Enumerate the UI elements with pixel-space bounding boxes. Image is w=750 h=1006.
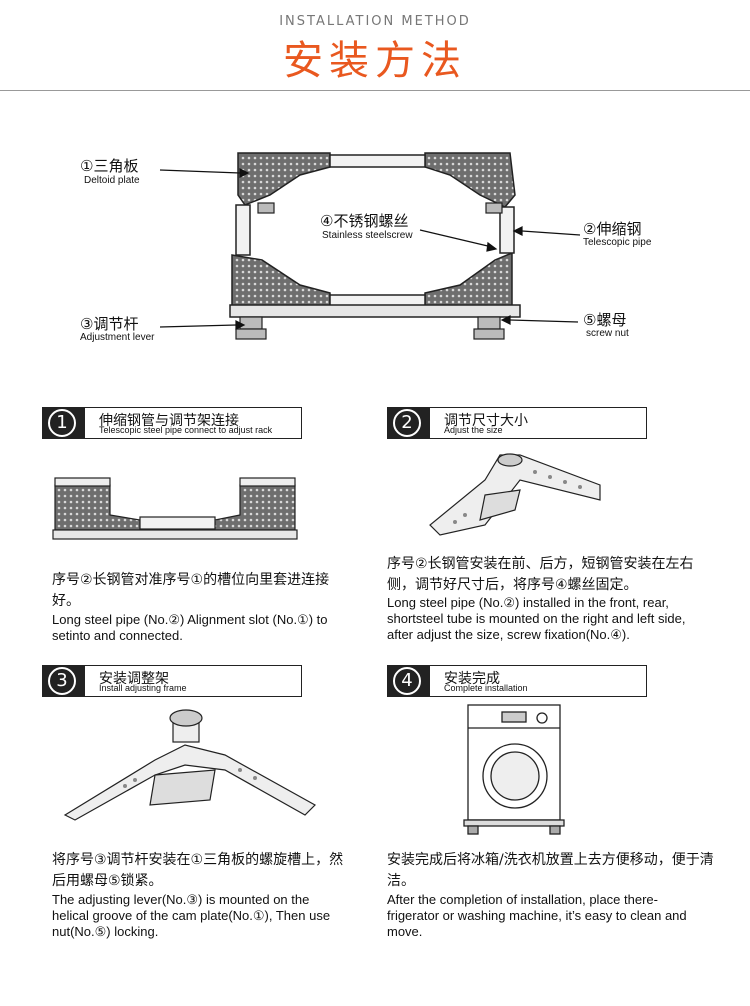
step-3-title-en: Install adjusting frame <box>99 683 187 693</box>
step-4-description-en: After the completion of installation, pl… <box>387 892 687 939</box>
step-1-illustration <box>52 477 298 540</box>
step-4-title-cn: 安装完成 <box>444 671 500 687</box>
step-2-title-en: Adjust the size <box>444 425 503 435</box>
label-telescopic-en: Telescopic pipe <box>583 237 652 248</box>
label-screw-en: Stainless steelscrew <box>322 230 413 241</box>
washing-machine-illustration <box>463 704 565 835</box>
step-3-illustration <box>63 709 316 821</box>
step-3-title-cn: 安装调整架 <box>99 671 169 687</box>
step-2-header: 2 调节尺寸大小 Adjust the size <box>387 407 647 439</box>
header-divider <box>0 90 750 91</box>
label-telescopic-cn: ②伸缩钢 <box>583 220 642 238</box>
step-3-description-en: The adjusting lever(No.③) is mounted on … <box>52 892 331 939</box>
step-4-number: 4 <box>388 666 430 696</box>
step-3-description-cn: 将序号③调节杆安装在①三角板的螺旋槽上，然后用螺母⑤锁紧。 <box>52 852 344 889</box>
rack-diagram <box>159 152 581 340</box>
step-4-description-cn: 安装完成后将冰箱/洗衣机放置上去方便移动，便于清洁。 <box>387 852 714 889</box>
label-nut-en: screw nut <box>586 328 629 339</box>
step-3-header: 3 安装调整架 Install adjusting frame <box>42 665 302 697</box>
step-2-title-cn: 调节尺寸大小 <box>444 413 528 429</box>
step-1-description-en: Long steel pipe (No.②) Alignment slot (N… <box>52 612 328 643</box>
label-nut-cn: ⑤螺母 <box>583 311 627 329</box>
label-screw-cn: ④不锈钢螺丝 <box>320 212 409 230</box>
step-4-title-en: Complete installation <box>444 683 528 693</box>
step-2-illustration <box>429 453 601 536</box>
step-1-title-en: Telescopic steel pipe connect to adjust … <box>99 425 273 435</box>
header-chinese-title: 安装方法 <box>283 38 467 84</box>
header-english-title: INSTALLATION METHOD <box>279 14 471 29</box>
label-deltoid-cn: ①三角板 <box>80 157 139 175</box>
step-1-number: 1 <box>43 408 85 438</box>
step-2-description-cn: 序号②长钢管安装在前、后方，短钢管安装在左右侧，调节好尺寸后，将序号④螺丝固定。 <box>387 556 694 593</box>
step-2-description-en: Long steel pipe (No.②) installed in the … <box>387 595 686 642</box>
step-1-description-cn: 序号②长钢管对准序号①的槽位向里套进连接好。 <box>52 572 330 609</box>
step-2-number: 2 <box>388 408 430 438</box>
step-1-title-cn: 伸缩钢管与调节架连接 <box>99 413 239 429</box>
label-lever-en: Adjustment lever <box>80 332 155 343</box>
step-4-header: 4 安装完成 Complete installation <box>387 665 647 697</box>
label-lever-cn: ③调节杆 <box>80 315 139 333</box>
step-3-number: 3 <box>43 666 85 696</box>
step-1-header: 1 伸缩钢管与调节架连接 Telescopic steel pipe conne… <box>42 407 302 439</box>
label-deltoid-en: Deltoid plate <box>84 175 140 186</box>
